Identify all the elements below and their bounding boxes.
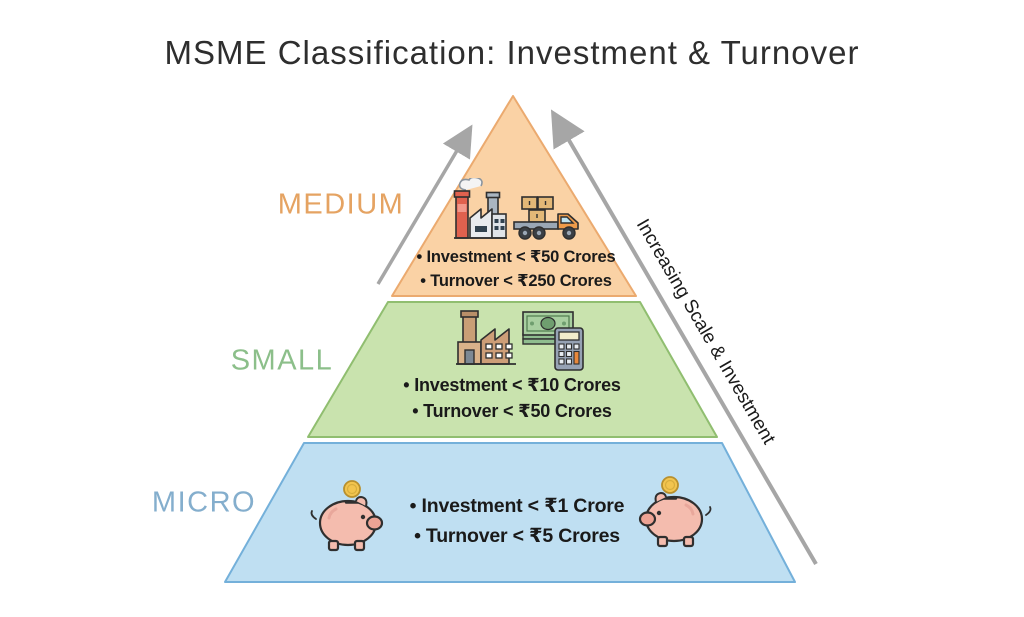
- tier-small-shape: [307, 301, 718, 438]
- factory-icon: [450, 178, 508, 244]
- medium-turnover-line: • Turnover < ₹250 Crores: [420, 272, 612, 290]
- medium-investment-line: • Investment < ₹50 Crores: [416, 248, 616, 266]
- micro-investment-line: • Investment < ₹1 Crore: [409, 495, 625, 517]
- page-title: MSME Classification: Investment & Turnov…: [164, 34, 860, 71]
- piggy-bank-icon: [634, 473, 716, 551]
- tier-micro-text: • Investment < ₹1 Crore • Turnover < ₹5 …: [410, 491, 625, 551]
- piggy-bank-icon: [306, 477, 388, 555]
- tier-micro-shape: [224, 442, 796, 583]
- small-turnover-line: • Turnover < ₹50 Crores: [412, 401, 612, 421]
- truck-icon: [512, 194, 580, 244]
- left-up-arrow: [376, 124, 473, 285]
- cash-calculator-icon: [521, 310, 585, 372]
- tier-medium-text: • Investment < ₹50 Crores • Turnover < ₹…: [417, 245, 616, 293]
- tier-label-micro: MICRO: [151, 486, 257, 519]
- tier-label-small: SMALL: [230, 344, 334, 377]
- tier-medium-shape: [391, 95, 637, 297]
- tier-label-medium: MEDIUM: [277, 188, 405, 221]
- tier-small-text: • Investment < ₹10 Crores • Turnover < ₹…: [403, 372, 621, 424]
- factory-icon: [453, 306, 519, 370]
- micro-turnover-line: • Turnover < ₹5 Crores: [414, 525, 620, 547]
- small-investment-line: • Investment < ₹10 Crores: [403, 375, 621, 395]
- right-up-arrow: [550, 109, 818, 566]
